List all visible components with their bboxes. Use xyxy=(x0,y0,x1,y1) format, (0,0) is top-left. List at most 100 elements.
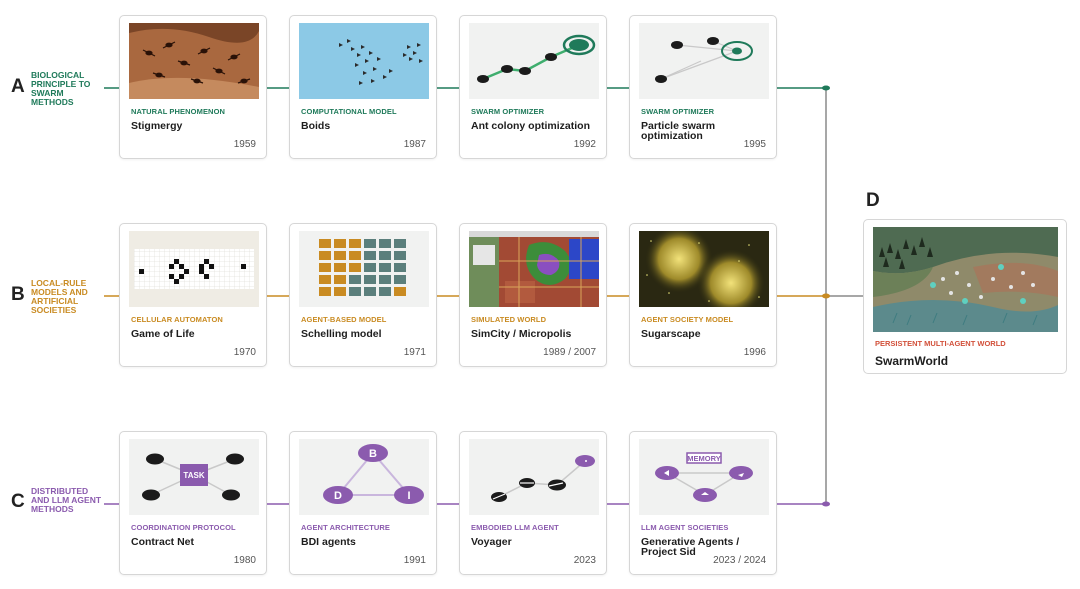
card-title: Ant colony optimization xyxy=(471,120,590,132)
card-title: Contract Net xyxy=(131,536,195,548)
card-ant-colony: Swarm optimizer Ant colony optimization … xyxy=(459,15,607,159)
memory-network: MEMORY xyxy=(639,439,769,515)
card-year: 1996 xyxy=(743,347,766,358)
card-year: 1970 xyxy=(233,347,256,358)
card-title: SimCity / Micropolis xyxy=(471,328,572,340)
schelling-cell xyxy=(364,275,376,284)
swarmworld-landscape xyxy=(873,227,1058,332)
schelling-cell xyxy=(349,263,361,272)
bdi-node-i: I xyxy=(407,490,410,502)
particle-target xyxy=(639,23,769,99)
row-a-letter: A xyxy=(11,76,25,97)
bird-flock xyxy=(299,23,429,99)
schelling-cell xyxy=(319,239,331,248)
schelling-cell xyxy=(394,263,406,272)
memory-label: MEMORY xyxy=(687,454,720,463)
schelling-cell xyxy=(334,251,346,260)
schelling-cell xyxy=(364,287,376,296)
card-voyager: Embodied LLM agent Voyager 2023 xyxy=(459,431,607,575)
schelling-cell xyxy=(349,287,361,296)
schelling-cell xyxy=(394,239,406,248)
card-category: Cellular automaton xyxy=(131,315,223,324)
card-sugarscape: Agent society model Sugarscape 1996 xyxy=(629,223,777,367)
card-category: Swarm optimizer xyxy=(471,107,545,116)
row-a-junction xyxy=(822,85,830,91)
final-category: Persistent multi-agent world xyxy=(875,339,1006,348)
row-c-junction xyxy=(822,501,830,507)
card-simcity: Simulated world SimCity / Micropolis 198… xyxy=(459,223,607,367)
card-category: Embodied LLM agent xyxy=(471,523,559,532)
schelling-cell xyxy=(349,239,361,248)
final-title: SwarmWorld xyxy=(875,354,949,368)
card-category: Computational model xyxy=(301,107,397,116)
schelling-cell xyxy=(364,239,376,248)
city-map xyxy=(469,231,599,307)
schelling-cell xyxy=(364,263,376,272)
schelling-cell xyxy=(394,287,406,296)
schelling-cell xyxy=(379,275,391,284)
schelling-cell xyxy=(349,251,361,260)
card-category: Natural phenomenon xyxy=(131,107,226,116)
task-network: TASK xyxy=(129,439,259,515)
card-title: Schelling model xyxy=(301,328,382,340)
schelling-cell xyxy=(379,239,391,248)
schelling-cell xyxy=(394,275,406,284)
ant-path-graph xyxy=(469,23,599,99)
row-c-letter: C xyxy=(11,491,25,512)
card-year: 1971 xyxy=(403,347,426,358)
card-schelling: Agent-based model Schelling model 1971 xyxy=(289,223,437,367)
schelling-cell xyxy=(394,251,406,260)
card-game-of-life: Cellular automaton Game of Life 1970 xyxy=(119,223,267,367)
schelling-cell xyxy=(319,251,331,260)
card-contract-net: TASK Coordination protocol Contract Net … xyxy=(119,431,267,575)
schelling-cell xyxy=(319,263,331,272)
schelling-cell xyxy=(334,263,346,272)
card-particle-swarm: Swarm optimizer Particle swarm optimizat… xyxy=(629,15,777,159)
bdi-node-b: B xyxy=(369,448,377,460)
schelling-cell xyxy=(364,251,376,260)
card-year: 2023 xyxy=(573,555,596,566)
card-boids: Computational model Boids 1987 xyxy=(289,15,437,159)
cell-grid xyxy=(129,231,259,307)
card-year: 1980 xyxy=(233,555,256,566)
schelling-cell xyxy=(379,251,391,260)
task-label: TASK xyxy=(183,471,204,480)
row-a-label: Biological principle to swarm methods xyxy=(31,70,91,107)
card-stigmergy: Natural phenomenon Stigmergy 1959 xyxy=(119,15,267,159)
card-category: Coordination protocol xyxy=(131,523,236,532)
bdi-node-d: D xyxy=(334,490,342,502)
voyager-path xyxy=(469,439,599,515)
card-title: Voyager xyxy=(471,536,512,548)
card-category: Agent-based model xyxy=(301,315,387,324)
card-title: Generative Agents / Project Sid xyxy=(641,536,740,558)
final-letter: D xyxy=(866,190,880,211)
schelling-cell xyxy=(334,239,346,248)
card-category: Swarm optimizer xyxy=(641,107,715,116)
schelling-cell xyxy=(334,287,346,296)
segregation-grid xyxy=(299,231,429,307)
card-year: 1959 xyxy=(233,139,256,150)
schelling-cell xyxy=(379,287,391,296)
row-b-junction xyxy=(822,293,830,299)
schelling-cell xyxy=(334,275,346,284)
schelling-cell xyxy=(319,275,331,284)
card-year: 1992 xyxy=(573,139,596,150)
card-year: 1987 xyxy=(403,139,426,150)
schelling-cell xyxy=(349,275,361,284)
card-title: Boids xyxy=(301,120,331,132)
schelling-cell xyxy=(379,263,391,272)
card-year: 2023 / 2024 xyxy=(713,555,766,566)
card-year: 1995 xyxy=(743,139,766,150)
card-year: 1991 xyxy=(403,555,426,566)
card-title: Sugarscape xyxy=(641,328,701,340)
card-year: 1989 / 2007 xyxy=(543,347,596,358)
ants-photo xyxy=(129,23,259,99)
card-title: BDI agents xyxy=(301,536,356,548)
card-swarmworld: Persistent multi-agent world SwarmWorld xyxy=(863,219,1067,374)
row-b-letter: B xyxy=(11,284,25,305)
bdi-triangle: B D I xyxy=(299,439,429,515)
card-title: Game of Life xyxy=(131,328,195,340)
row-c-label: Distributed and LLM agent methods xyxy=(31,486,102,514)
card-generative-agents: MEMORY LLM agent societies Generative Ag… xyxy=(629,431,777,575)
card-category: Simulated world xyxy=(471,315,547,324)
